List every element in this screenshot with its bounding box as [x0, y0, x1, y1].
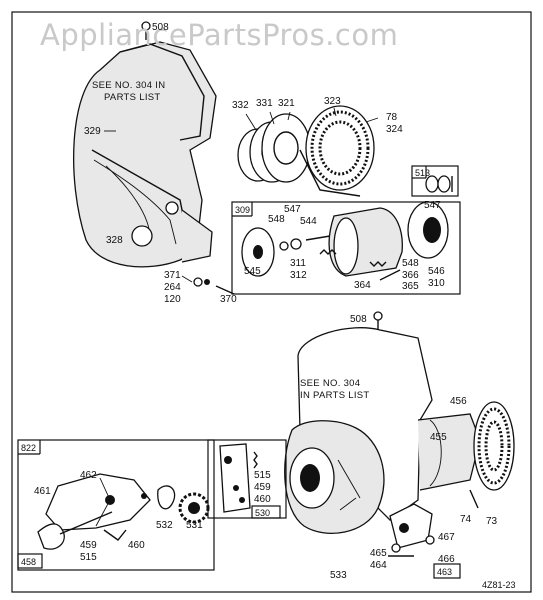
label-264: 264	[164, 282, 181, 293]
label-548-a: 548	[268, 214, 285, 225]
label-546: 546	[428, 266, 445, 277]
label-544: 544	[300, 216, 317, 227]
box-822-governor	[17, 439, 215, 571]
label-545: 545	[244, 266, 261, 277]
label-467: 467	[438, 532, 455, 543]
box-513	[411, 165, 459, 197]
label-460-b: 460	[254, 494, 271, 505]
label-323: 323	[324, 96, 341, 107]
label-324: 324	[386, 124, 403, 135]
label-364: 364	[354, 280, 371, 291]
fasteners-264-370	[181, 275, 235, 295]
figure-code: 4Z81-23	[482, 580, 516, 590]
label-532: 532	[156, 520, 173, 531]
label-311: 311	[290, 258, 306, 269]
label-310: 310	[428, 278, 445, 289]
label-365: 365	[402, 281, 419, 292]
box-463-bracket	[388, 503, 461, 579]
label-460-a: 460	[128, 540, 145, 551]
screw-508-bottom	[373, 311, 383, 330]
rotating-screen-456	[469, 401, 515, 509]
box-label-309: 309	[235, 205, 250, 215]
label-331: 331	[256, 98, 273, 109]
box-label-513: 513	[415, 168, 430, 178]
note-bottom-line-1: SEE NO. 304	[300, 378, 360, 389]
label-120: 120	[164, 294, 181, 305]
label-547-b: 547	[424, 200, 441, 211]
label-329: 329	[84, 126, 101, 137]
label-515-b: 515	[254, 470, 271, 481]
box-530-plate	[207, 439, 287, 519]
diagram-frame	[11, 11, 532, 593]
label-508-top: 508	[152, 22, 169, 33]
label-74: 74	[460, 514, 472, 525]
label-328: 328	[106, 235, 123, 246]
label-462: 462	[80, 470, 97, 481]
label-73: 73	[486, 516, 498, 527]
label-78: 78	[386, 112, 398, 123]
gear-parts-531-532	[157, 485, 210, 524]
rotating-screen-cup	[237, 113, 311, 183]
label-548-b: 548	[402, 258, 419, 269]
note-top-line-2: PARTS LIST	[104, 92, 161, 103]
label-459-a: 459	[80, 540, 97, 551]
box-label-463: 463	[437, 567, 452, 577]
label-459-b: 459	[254, 482, 271, 493]
label-456: 456	[450, 396, 467, 407]
label-465: 465	[370, 548, 387, 559]
label-508-bottom: 508	[350, 314, 367, 325]
box-label-458: 458	[21, 557, 36, 567]
box-label-530: 530	[255, 508, 270, 518]
rotating-screen-323	[299, 105, 375, 197]
box-label-822: 822	[21, 443, 36, 453]
label-321: 321	[278, 98, 295, 109]
watermark: AppliancePartsPros.com	[40, 18, 398, 52]
label-464: 464	[370, 560, 387, 571]
label-366: 366	[402, 270, 419, 281]
label-466: 466	[438, 554, 455, 565]
note-bottom-line-2: IN PARTS LIST	[300, 390, 370, 401]
label-531: 531	[186, 520, 203, 531]
screw-508-top	[141, 21, 151, 40]
label-515-a: 515	[80, 552, 97, 563]
box-309-starter-assembly	[231, 201, 461, 295]
label-312: 312	[290, 270, 307, 281]
engine-housing	[284, 327, 481, 534]
blower-housing-328	[73, 41, 217, 268]
label-547-a: 547	[284, 204, 301, 215]
label-370: 370	[220, 294, 237, 305]
label-461: 461	[34, 486, 51, 497]
label-332: 332	[232, 100, 249, 111]
label-455: 455	[430, 432, 447, 443]
note-top-line-1: SEE NO. 304 IN	[92, 80, 165, 91]
label-371: 371	[164, 270, 181, 281]
label-533: 533	[330, 570, 347, 581]
leader-lines	[104, 107, 379, 511]
